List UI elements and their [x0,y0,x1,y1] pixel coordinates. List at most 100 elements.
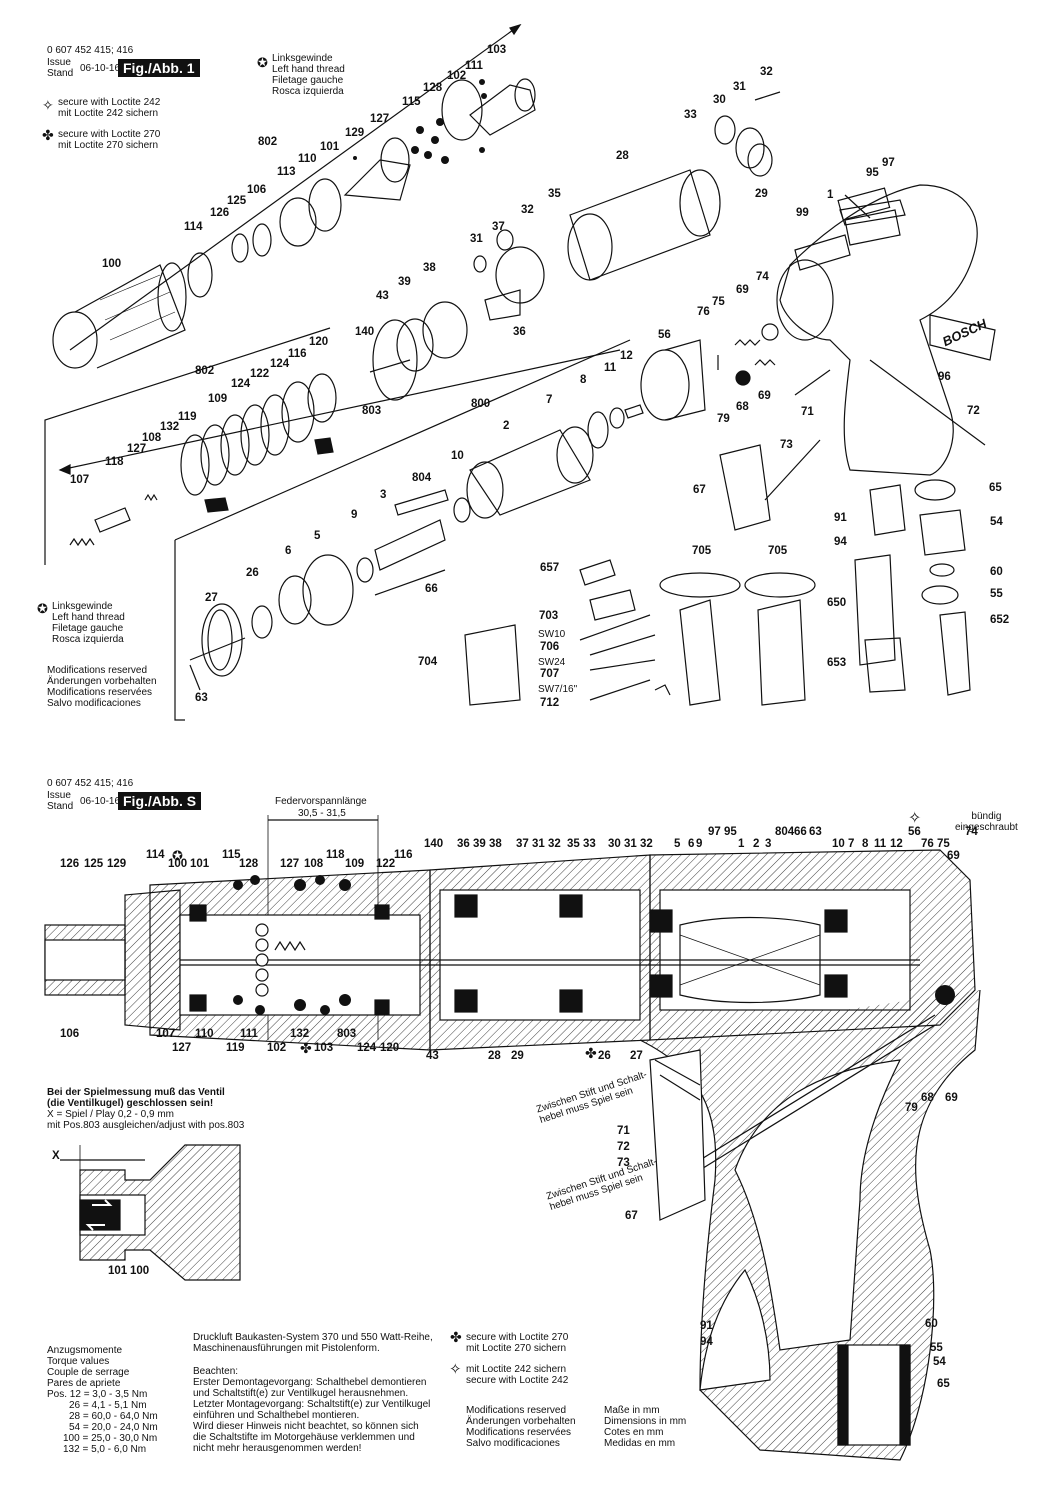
part-label-140: 140 [355,326,375,338]
section-label-115: 115 [222,849,241,861]
part-label-6: 6 [285,545,292,557]
loctite270-symbol-icon-4: ✤ [585,1045,597,1061]
note-line: Änderungen vorbehalten [47,676,157,687]
note-line: Rosca izquierda [272,86,344,97]
part-label-39: 39 [398,276,411,288]
top-loctite270-note: secure with Loctite 270 mit Loctite 270 … [58,129,160,151]
bottom-modifications-note: Modifications reserved Änderungen vorbeh… [466,1405,576,1449]
section-label-140: 140 [424,838,444,850]
section-label-106: 106 [60,1028,80,1040]
part-label-63: 63 [195,692,208,704]
part-label-108: 108 [142,432,162,444]
part-label-125: 125 [227,195,247,207]
note-line: Couple de serrage [47,1367,130,1378]
section-label-109: 109 [345,858,365,870]
part-label-2: 2 [503,420,510,432]
torque-row: 28 = 60,0 - 64,0 Nm [69,1411,158,1422]
part-label-119: 119 [178,411,197,423]
part-label-118: 118 [105,456,124,468]
part-label-705: 705 [768,545,788,557]
part-label-705: 705 [692,545,712,557]
section-label-32: 32 [640,838,653,850]
grip-label-91: 91 [700,1320,713,1332]
part-label-101: 101 [320,141,340,153]
note-line: mit Pos.803 ausgleichen/adjust with pos.… [47,1120,245,1131]
torque-row: 132 = 5,0 - 6,0 Nm [63,1444,147,1455]
bottom-issue-label: Issue [47,790,71,801]
part-label-97: 97 [882,157,895,169]
part-label-27: 27 [205,592,218,604]
note-line: Filetage gauche [52,623,124,634]
part-label-69: 69 [736,284,749,296]
part-label-12: 12 [620,350,633,362]
tool-label-sw10: SW10 [538,629,566,640]
section-label-36: 36 [457,838,470,850]
note-line: Beachten: [193,1366,239,1377]
part-label-109: 109 [208,393,228,405]
trigger-label-73: 73 [617,1157,630,1169]
left-thread-symbol-icon-2: ✪ [37,601,48,616]
top-issue-label: Issue [47,57,71,68]
part-label-124: 124 [231,378,251,390]
part-label-653: 653 [827,657,847,669]
part-label-800: 800 [471,398,491,410]
section-label-33: 33 [583,838,596,850]
note-line: Maschinenausführungen mit Pistolenform. [193,1343,380,1354]
trigger-label-72: 72 [617,1141,630,1153]
section-label-114: 114 [146,849,165,861]
part-label-803: 803 [362,405,382,417]
note-line: Medidas en mm [604,1438,676,1449]
note-line: Linksgewinde [272,53,333,64]
part-label-124: 124 [270,358,290,370]
top-figure-badge: Fig./Abb. 1 [118,59,200,77]
section-label-66: 66 [794,826,807,838]
section-label-79: 79 [905,1102,918,1114]
section-label-69: 69 [947,850,960,862]
part-label-650: 650 [827,597,847,609]
note-line: secure with Loctite 270 [466,1332,569,1343]
part-label-129: 129 [345,127,365,139]
part-label-127: 127 [127,443,147,455]
section-label-128: 128 [239,858,259,870]
section-label-39: 39 [473,838,486,850]
part-label-127: 127 [370,113,390,125]
part-label-115: 115 [402,96,421,108]
note-line: einführen und Schalthebel montieren. [193,1410,360,1421]
part-label-3: 3 [380,489,387,501]
part-label-7: 7 [546,394,553,406]
part-label-704: 704 [418,656,438,668]
note-line: secure with Loctite 242 [466,1375,569,1386]
part-label-60: 60 [990,566,1003,578]
grip-label-55: 55 [930,1342,943,1354]
part-label-68: 68 [736,401,749,413]
note-line: Salvo modificaciones [466,1438,560,1449]
note-line: Bei der Spielmessung muß das Ventil [47,1087,225,1098]
note-line: Erster Demontagevorgang: Schalthebel dem… [193,1377,427,1388]
detail-label-100: 100 [130,1265,150,1277]
bottom-loctite242-note: mit Loctite 242 sichern secure with Loct… [466,1364,568,1386]
note-line: mit Loctite 270 sichern [466,1343,567,1354]
section-label-107: 107 [156,1028,176,1040]
top-modifications-note: Modifications reserved Änderungen vorbeh… [47,665,157,709]
note-line: mit Loctite 242 sichern [58,108,159,119]
note-line: (die Ventilkugel) geschlossen sein! [47,1098,214,1109]
tool-label-sw716: SW7/16" [538,684,578,695]
note-line: mit Loctite 270 sichern [58,140,159,151]
part-label-26: 26 [246,567,259,579]
part-label-91: 91 [834,512,847,524]
part-label-110: 110 [298,153,317,165]
section-label-119: 119 [226,1042,245,1054]
left-thread-symbol-icon-3: ✪ [172,848,183,863]
section-label-32: 32 [548,838,561,850]
part-label-73: 73 [780,439,793,451]
section-label-120: 120 [380,1042,400,1054]
torque-row: 100 = 25,0 - 30,0 Nm [63,1433,158,1444]
part-label-43: 43 [376,290,389,302]
loctite270-symbol-icon: ✤ [42,127,54,143]
top-date: 06-10-16 [80,63,121,74]
part-label-31: 31 [470,233,483,245]
section-label-9: 9 [696,838,703,850]
section-label-35: 35 [567,838,580,850]
part-label-5: 5 [314,530,321,542]
section-label-12: 12 [890,838,903,850]
